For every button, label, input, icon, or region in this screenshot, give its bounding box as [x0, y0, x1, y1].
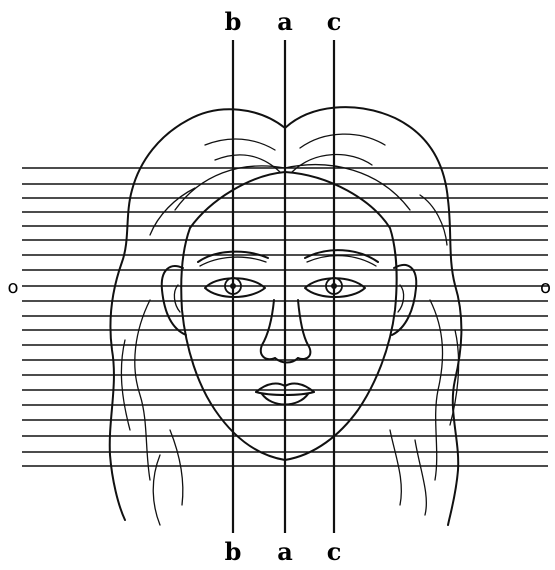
- ears: [162, 265, 417, 335]
- left-eye: [205, 278, 265, 297]
- label-top-c: c: [327, 7, 342, 36]
- label-left-o: o: [7, 277, 18, 298]
- label-bottom-a: a: [277, 537, 293, 566]
- label-bottom-b: b: [225, 537, 242, 566]
- label-top-a: a: [277, 7, 293, 36]
- label-bottom-c: c: [327, 537, 342, 566]
- label-right-o: o: [540, 277, 551, 298]
- eyebrows: [198, 250, 378, 266]
- label-top-b: b: [225, 7, 242, 36]
